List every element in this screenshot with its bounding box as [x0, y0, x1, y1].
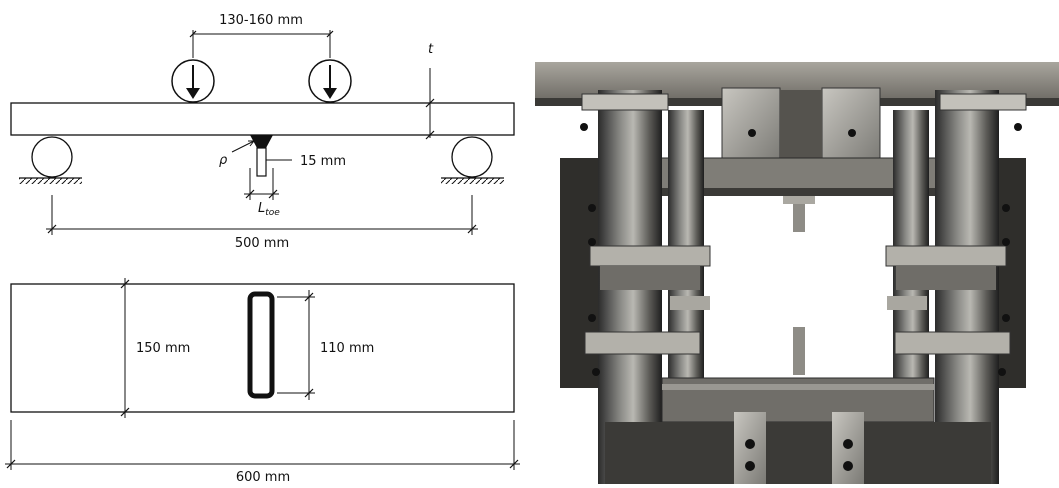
toe-length-dimension: Ltoe [244, 168, 280, 218]
notch-radius-symbol: ρ [219, 153, 228, 168]
support-left [19, 136, 82, 184]
specimen-upper-tab [793, 196, 805, 232]
load-roller-left [171, 59, 215, 103]
thickness-dimension: t [425, 42, 435, 140]
weld-length-dimension: 110 mm [277, 290, 374, 400]
length-dimension: 600 mm [5, 420, 520, 485]
load-spacing-label: 130-160 mm [219, 13, 303, 28]
beam-specimen [10, 102, 515, 136]
span-dimension: 500 mm [46, 195, 478, 251]
load-roller-right [308, 59, 352, 103]
toe-symbol: Ltoe [258, 201, 280, 218]
upper-clamp-block-left [721, 87, 781, 164]
weld-attachment: ρ 15 mm [219, 135, 346, 177]
load-spacing-dimension: 130-160 mm [189, 13, 334, 58]
support-right [441, 136, 504, 184]
upper-clamp-block-right [821, 87, 881, 164]
length-label: 600 mm [236, 470, 290, 484]
specimen-lower-tab [793, 327, 805, 375]
top-view: 150 mm 110 mm 600 mm [5, 278, 520, 485]
gap-label: 15 mm [300, 154, 346, 169]
test-fixture-photo [535, 62, 1059, 484]
thickness-symbol: t [428, 42, 434, 57]
column-collars [581, 93, 1027, 355]
width-dimension: 150 mm [120, 278, 190, 418]
width-label: 150 mm [136, 341, 190, 356]
bolts [580, 123, 1022, 376]
weld-length-label: 110 mm [320, 341, 374, 356]
plate-outline [10, 283, 515, 413]
span-label: 500 mm [235, 236, 289, 251]
fixture-base [605, 422, 991, 484]
side-view: 130-160 mm t ρ 15 m [10, 13, 515, 251]
weld-ring [247, 291, 275, 399]
